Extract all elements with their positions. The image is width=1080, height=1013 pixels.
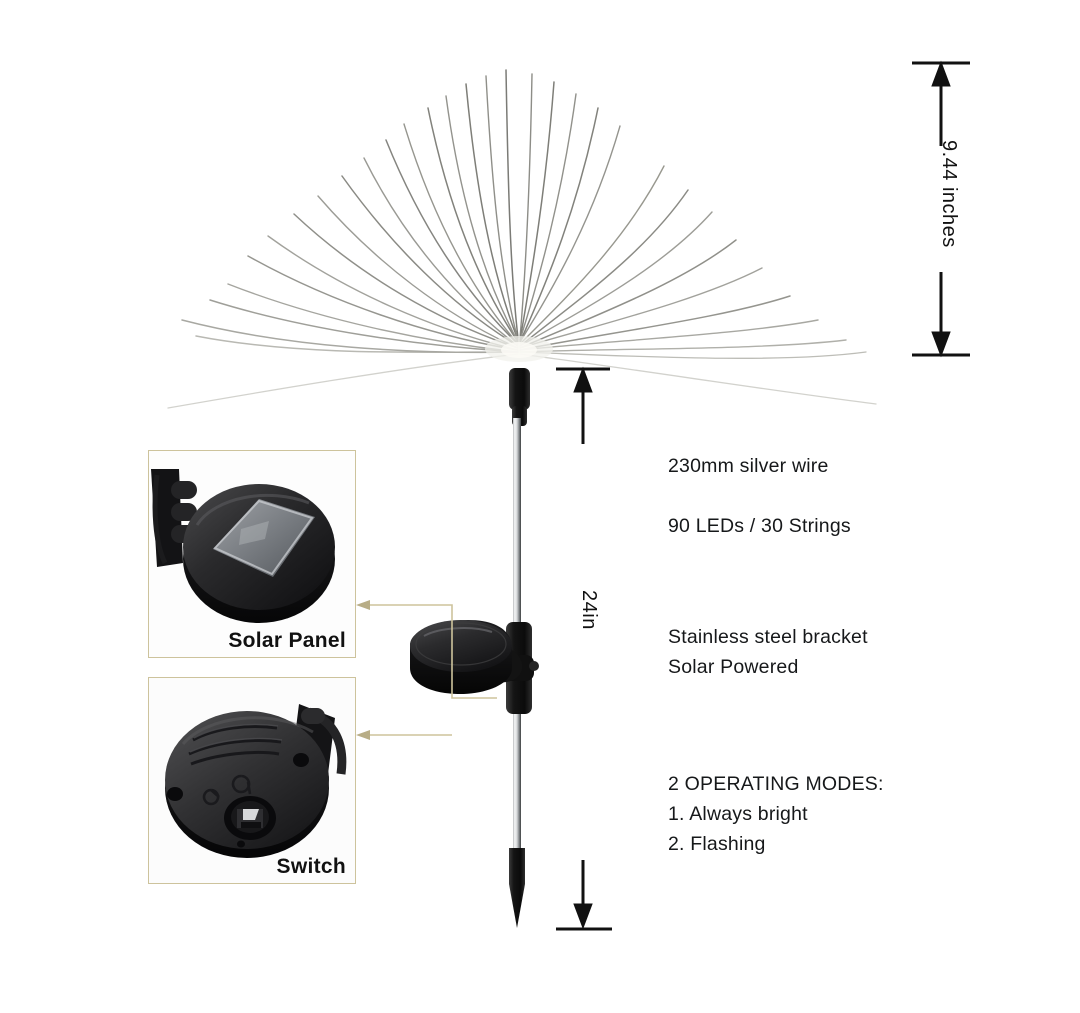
dimension-pole-bottom xyxy=(556,860,612,931)
arrow-down-icon xyxy=(573,903,593,930)
dimension-pole-top xyxy=(556,366,610,444)
ground-stake-tip xyxy=(509,848,525,928)
dimension-label-head-height: 9.44 inches xyxy=(938,140,960,248)
spec-leds-text: 90 LEDs / 30 Strings xyxy=(668,515,851,537)
inset-caption-solar-panel: Solar Panel xyxy=(228,629,346,652)
spec-leds: 90 LEDs / 30 Strings xyxy=(668,511,851,541)
stainless-pole xyxy=(513,418,521,886)
solar-panel-photo xyxy=(149,451,355,657)
arrow-down-icon xyxy=(931,331,951,358)
spec-wire: 230mm silver wire xyxy=(668,451,829,481)
spec-wire-text: 230mm silver wire xyxy=(668,455,829,477)
spec-operating-modes: 2 OPERATING MODES: 1. Always bright 2. F… xyxy=(668,769,884,859)
inset-solar-panel[interactable]: Solar Panel xyxy=(148,450,356,658)
leader-arrow-icon xyxy=(356,600,370,740)
operating-mode-2: 2. Flashing xyxy=(668,833,766,855)
wire-connector-cap xyxy=(509,368,530,426)
operating-mode-1: 1. Always bright xyxy=(668,803,808,825)
spec-power-text: Solar Powered xyxy=(668,656,799,678)
switch-photo xyxy=(149,678,355,883)
led-wire-head xyxy=(167,69,877,409)
inset-caption-switch: Switch xyxy=(276,855,346,878)
solar-unit xyxy=(410,620,539,714)
arrow-up-icon xyxy=(931,60,951,87)
spec-bracket-text: Stainless steel bracket xyxy=(668,626,868,648)
operating-modes-title: 2 OPERATING MODES: xyxy=(668,773,884,795)
inset-switch[interactable]: Switch xyxy=(148,677,356,884)
arrow-up-icon xyxy=(573,366,593,393)
inset-leader-lines xyxy=(360,604,497,736)
dimension-label-stem-length: 24in xyxy=(578,590,600,630)
spec-bracket-power: Stainless steel bracket Solar Powered xyxy=(668,622,868,682)
